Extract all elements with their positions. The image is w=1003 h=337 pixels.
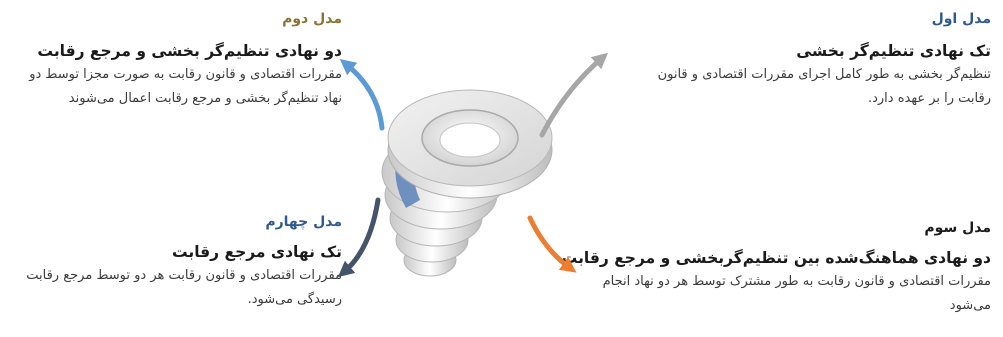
arrow-model-3 [530, 218, 570, 268]
arrow-model-2 [346, 64, 382, 128]
model-1-description: تنظیم‌گر بخشی به طور کامل اجرای مقررات ا… [631, 63, 991, 111]
model-1-block: مدل اول تک نهادی تنظیم‌گر بخشی تنظیم‌گر … [631, 9, 991, 111]
model-2-label: مدل دوم [12, 9, 342, 29]
ring-stack [382, 90, 552, 276]
model-2-block: مدل دوم دو نهادی تنظیم‌گر بخشی و مرجع رق… [12, 9, 342, 111]
model-4-block: مدل چهارم تک نهادی مرجع رقابت مقررات اقت… [12, 212, 342, 312]
model-2-description: مقررات اقتصادی و قانون رقابت به صورت مجز… [12, 63, 342, 111]
arrow-model-4 [344, 200, 378, 272]
stacked-rings-diagram [320, 40, 640, 295]
model-1-heading: تک نهادی تنظیم‌گر بخشی [631, 39, 991, 63]
model-4-label: مدل چهارم [12, 212, 342, 232]
model-1-label: مدل اول [631, 9, 991, 29]
model-4-description: مقررات اقتصادی و قانون رقابت هر دو توسط … [12, 264, 342, 312]
arrow-model-1 [542, 58, 602, 135]
model-2-heading: دو نهادی تنظیم‌گر بخشی و مرجع رقابت [12, 39, 342, 63]
model-4-heading: تک نهادی مرجع رقابت [12, 240, 342, 264]
